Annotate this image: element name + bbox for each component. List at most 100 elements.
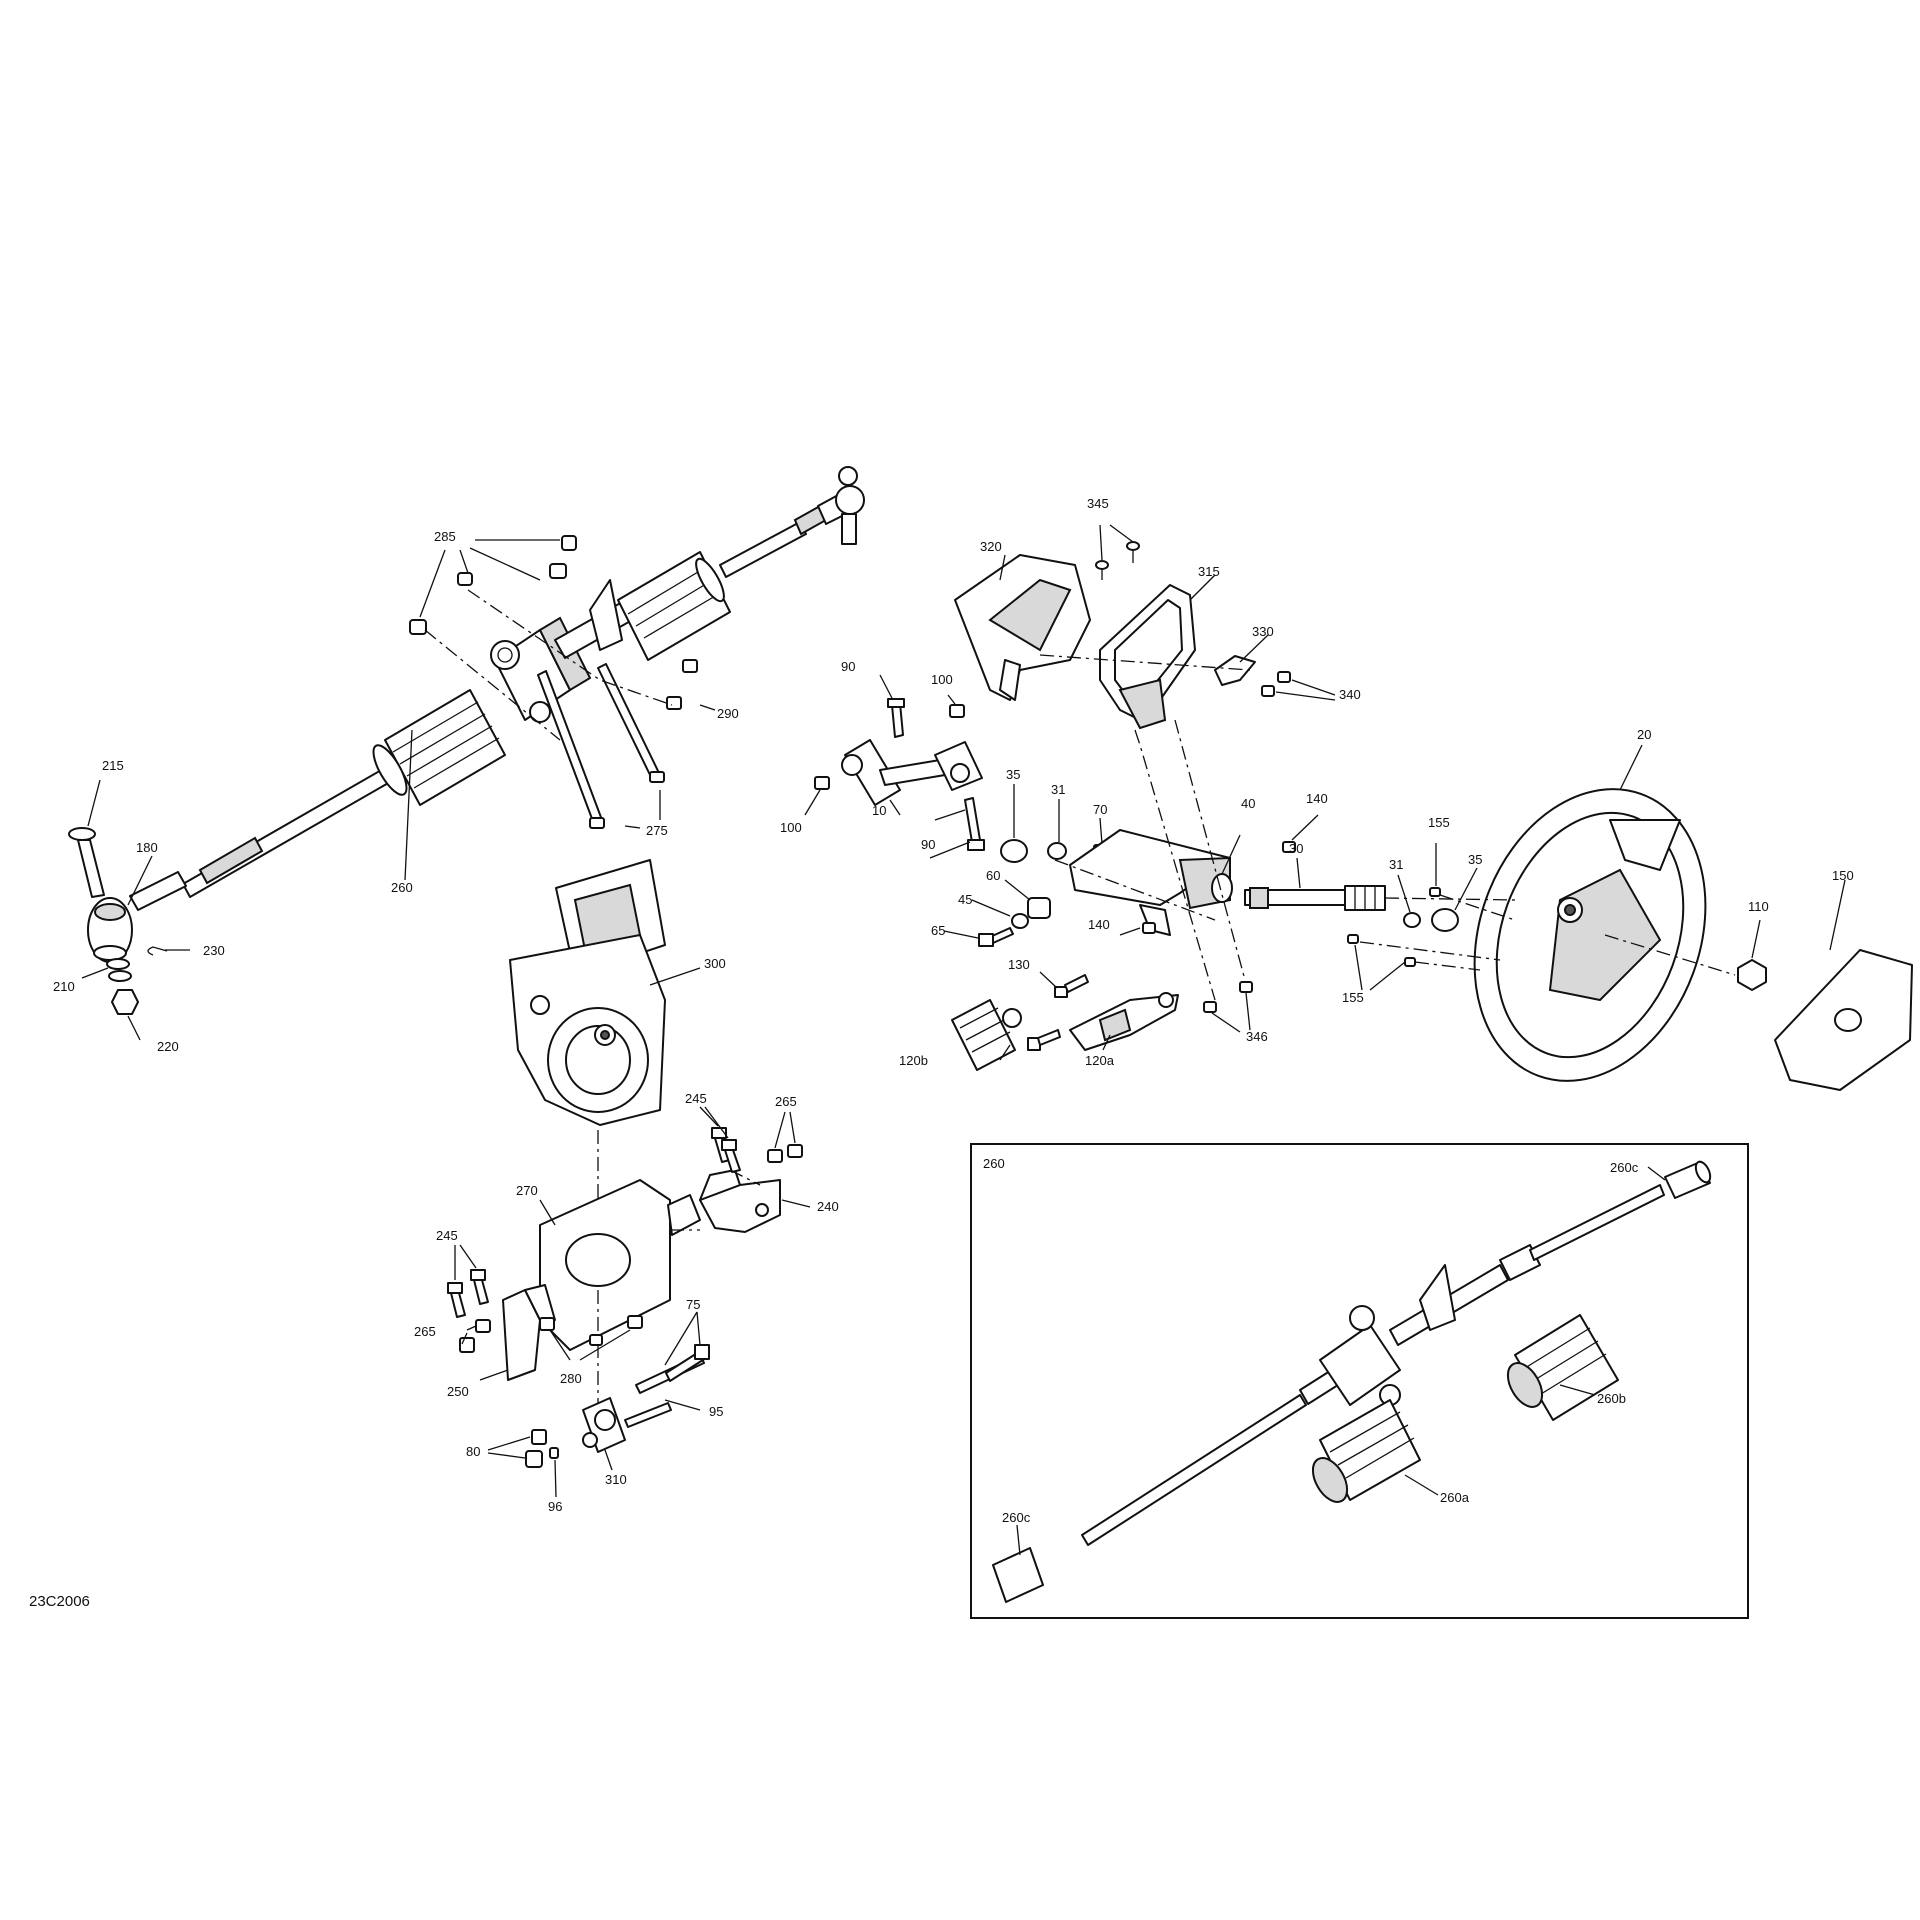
bolt-245-upper: [711, 1127, 741, 1173]
steering-rack-assembly: [68, 466, 865, 1041]
callout-120a: 120a: [1085, 1053, 1115, 1068]
part-96: [549, 1447, 559, 1459]
callout-275: 275: [646, 823, 668, 838]
bushing-60: [1027, 897, 1051, 919]
nut-100a: [949, 704, 965, 718]
sleeve-260c-left: [992, 1547, 1044, 1603]
bolt-130b: [1027, 1029, 1061, 1051]
nut-265-upper-a: [767, 1149, 783, 1163]
inset-rack-260: [970, 1143, 1749, 1619]
bolt-215: [68, 827, 105, 898]
callout-96: 96: [548, 1499, 562, 1514]
bolt-275a: [537, 670, 603, 825]
steering-wheel-assembly: [1347, 744, 1913, 1091]
callout-265b: 265: [414, 1324, 436, 1339]
washer-210b: [108, 970, 132, 982]
bolt-95: [624, 1402, 672, 1428]
bracket-240: [699, 1169, 781, 1233]
callout-340: 340: [1339, 687, 1361, 702]
nut-80a: [531, 1429, 547, 1445]
boot-260a: [1311, 1399, 1421, 1503]
callout-30: 30: [1289, 841, 1303, 856]
tie-rod-end-left: [87, 871, 187, 963]
callout-70: 70: [1093, 802, 1107, 817]
callout-315: 315: [1198, 564, 1220, 579]
gauge-bezel-315: [1099, 584, 1196, 730]
screw-345a: [1095, 560, 1109, 580]
nut-290a: [682, 659, 698, 673]
callout-345: 345: [1087, 496, 1109, 511]
callout-155b: 155: [1342, 990, 1364, 1005]
callout-45: 45: [958, 892, 972, 907]
callout-260b: 260b: [1597, 1391, 1626, 1406]
rack-boot-left: [372, 689, 506, 806]
bushing-35b: [1431, 908, 1459, 932]
tie-rod-end-right: [817, 466, 865, 545]
nut-280c: [589, 1334, 603, 1346]
callout-215: 215: [102, 758, 124, 773]
eps-unit-300: [509, 859, 666, 1126]
bushing-285d: [561, 535, 577, 551]
callout-60: 60: [986, 868, 1000, 883]
callout-245b: 245: [436, 1228, 458, 1243]
bushing-285a: [409, 619, 427, 635]
nut-110: [1737, 959, 1767, 991]
callout-250: 250: [447, 1384, 469, 1399]
nut-265-upper-b: [787, 1144, 803, 1158]
callout-280: 280: [560, 1371, 582, 1386]
callout-35b: 35: [1468, 852, 1482, 867]
cotter-pin-230: [147, 946, 168, 956]
nut-290b: [666, 696, 682, 710]
bolt-90a: [891, 702, 904, 738]
callout-220: 220: [157, 1039, 179, 1054]
fastener-140a: [1282, 841, 1296, 853]
callout-310: 310: [605, 1472, 627, 1487]
rack-boot-right: [617, 551, 731, 661]
callout-346: 346: [1246, 1029, 1268, 1044]
boot-120b: [951, 999, 1022, 1071]
callout-260c-right: 260c: [1610, 1160, 1639, 1175]
steering-shaft-30: [1244, 885, 1386, 911]
callout-240: 240: [817, 1199, 839, 1214]
nut-100b: [814, 776, 830, 790]
callout-285: 285: [434, 529, 456, 544]
callout-110: 110: [1748, 899, 1769, 914]
steering-wheel-20: [1473, 788, 1707, 1082]
screw-155b: [1347, 934, 1359, 944]
column-tube-40: [1069, 829, 1233, 936]
bolt-245-lower: [447, 1269, 489, 1318]
callout-210: 210: [53, 979, 75, 994]
power-steering-assembly: [447, 859, 811, 1498]
nut-265-lower-b: [459, 1337, 475, 1353]
instrument-housing-assembly: [954, 524, 1336, 1033]
callout-labels: 10 20 30 31 31 35 35 40 45 60 65 70 75 8…: [29, 496, 1854, 1610]
callout-65: 65: [931, 923, 945, 938]
callout-95: 95: [709, 1404, 723, 1419]
bolt-65: [978, 927, 1014, 947]
callout-90b: 90: [921, 837, 935, 852]
bolt-90b: [964, 797, 981, 843]
callout-150: 150: [1832, 868, 1854, 883]
callout-80: 80: [466, 1444, 480, 1459]
horn-pad-150: [1774, 949, 1913, 1091]
nut-80b: [525, 1450, 543, 1468]
callout-270: 270: [516, 1183, 538, 1198]
screw-340a: [1277, 671, 1291, 683]
callout-180: 180: [136, 840, 158, 855]
callout-260: 260: [391, 880, 413, 895]
diagram-reference-code: 23C2006: [29, 1593, 90, 1610]
bushing-285b: [457, 572, 473, 586]
screw-340b: [1261, 685, 1275, 697]
bolt-130: [1054, 974, 1089, 998]
fastener-140b: [1142, 922, 1156, 934]
nut-346b: [1203, 1001, 1217, 1013]
callout-40: 40: [1241, 796, 1255, 811]
nut-220: [111, 989, 139, 1015]
callout-90a: 90: [841, 659, 855, 674]
nut-280b: [627, 1315, 643, 1329]
bracket-330: [1214, 655, 1256, 686]
callout-31a: 31: [1051, 782, 1065, 797]
callout-140b: 140: [1088, 917, 1110, 932]
cover-120a: [1069, 992, 1179, 1051]
